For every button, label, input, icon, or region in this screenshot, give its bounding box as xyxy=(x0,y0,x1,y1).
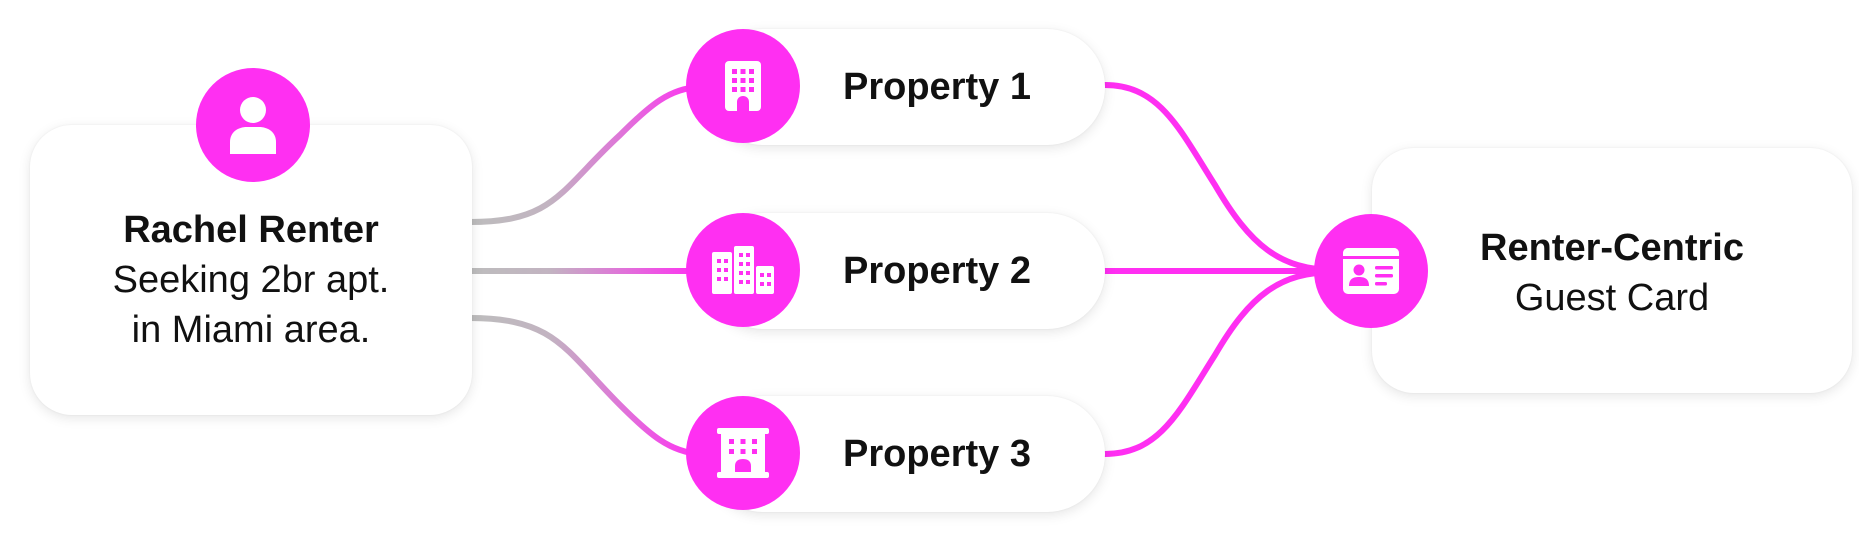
renter-request-line-2: in Miami area. xyxy=(131,309,371,351)
guest-card-title: Renter-Centric xyxy=(1480,227,1744,269)
building-icon xyxy=(686,29,800,143)
connector-renter-property-1 xyxy=(467,84,703,225)
property-1-label: Property 1 xyxy=(843,66,1031,108)
connector-property-3-result xyxy=(1102,269,1338,457)
renter-info: Rachel Renter Seeking 2br apt. in Miami … xyxy=(30,205,472,355)
property-3-label: Property 3 xyxy=(843,433,1031,475)
city-buildings-icon xyxy=(686,213,800,327)
guest-card-result xyxy=(1372,148,1852,393)
guest-card-subtitle: Guest Card xyxy=(1514,277,1710,319)
renter-name: Rachel Renter xyxy=(123,209,379,251)
property-2-label: Property 2 xyxy=(843,250,1031,292)
renter-request-line-1: Seeking 2br apt. xyxy=(112,259,390,301)
connector-renter-property-3 xyxy=(467,315,703,457)
guest-card-text: Renter-Centric Guest Card xyxy=(1372,223,1852,323)
connector-property-1-result xyxy=(1102,82,1338,273)
person-icon xyxy=(196,68,310,182)
apartment-block-icon xyxy=(686,396,800,510)
id-card-icon xyxy=(1314,214,1428,328)
